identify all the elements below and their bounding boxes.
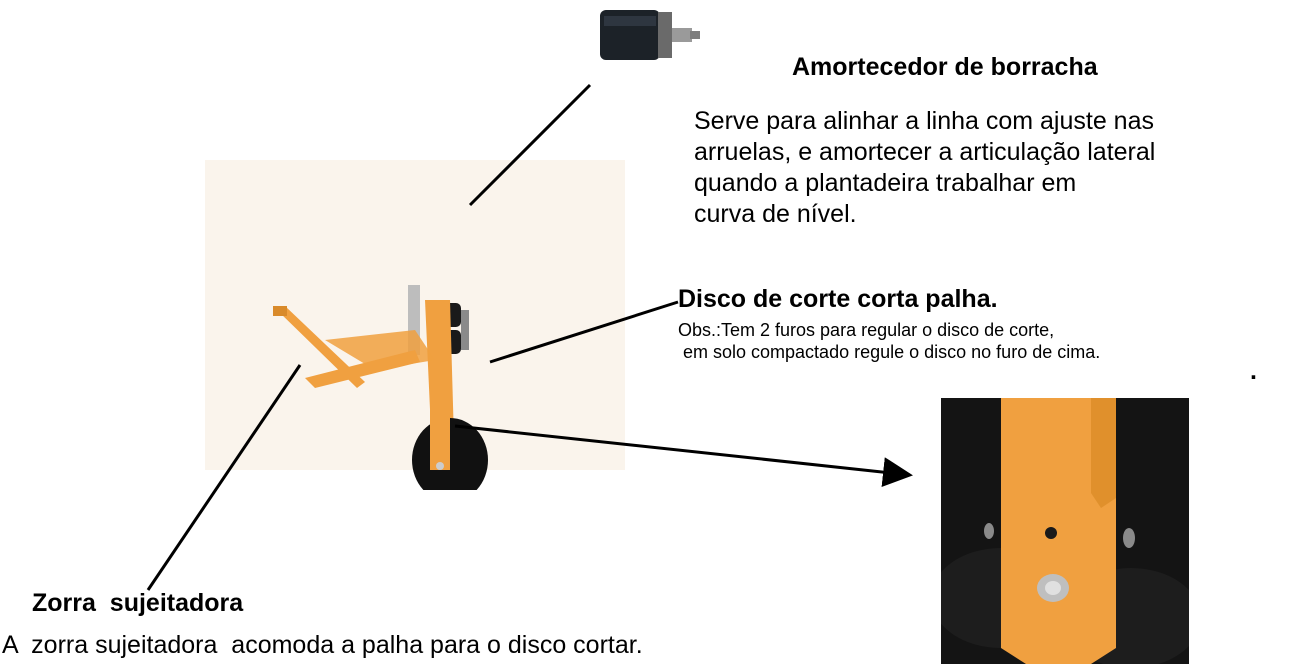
disc-holes-closeup-image [941, 398, 1189, 664]
damper-line: arruelas, e amortecer a articulação late… [694, 138, 1156, 166]
damper-line: quando a plantadeira trabalhar em [694, 169, 1077, 197]
planter-row-unit-image [273, 285, 488, 490]
damper-title: Amortecedor de borracha [792, 53, 1098, 81]
zorra-description: A zorra sujeitadora acomoda a palha para… [2, 631, 643, 659]
rubber-damper-image [600, 10, 700, 60]
zorra-title: Zorra sujeitadora [32, 589, 244, 617]
disc-title: Disco de corte corta palha. [678, 285, 998, 313]
damper-line: curva de nível. [694, 200, 857, 228]
disc-dot: . [1250, 357, 1257, 385]
damper-line: Serve para alinhar a linha com ajuste na… [694, 107, 1154, 135]
damper-description: Serve para alinhar a linha com ajuste na… [694, 106, 1155, 230]
disc-note-line: em solo compactado regule o disco no fur… [678, 342, 1101, 362]
disc-note-line: Obs.:Tem 2 furos para regular o disco de… [678, 320, 1055, 340]
